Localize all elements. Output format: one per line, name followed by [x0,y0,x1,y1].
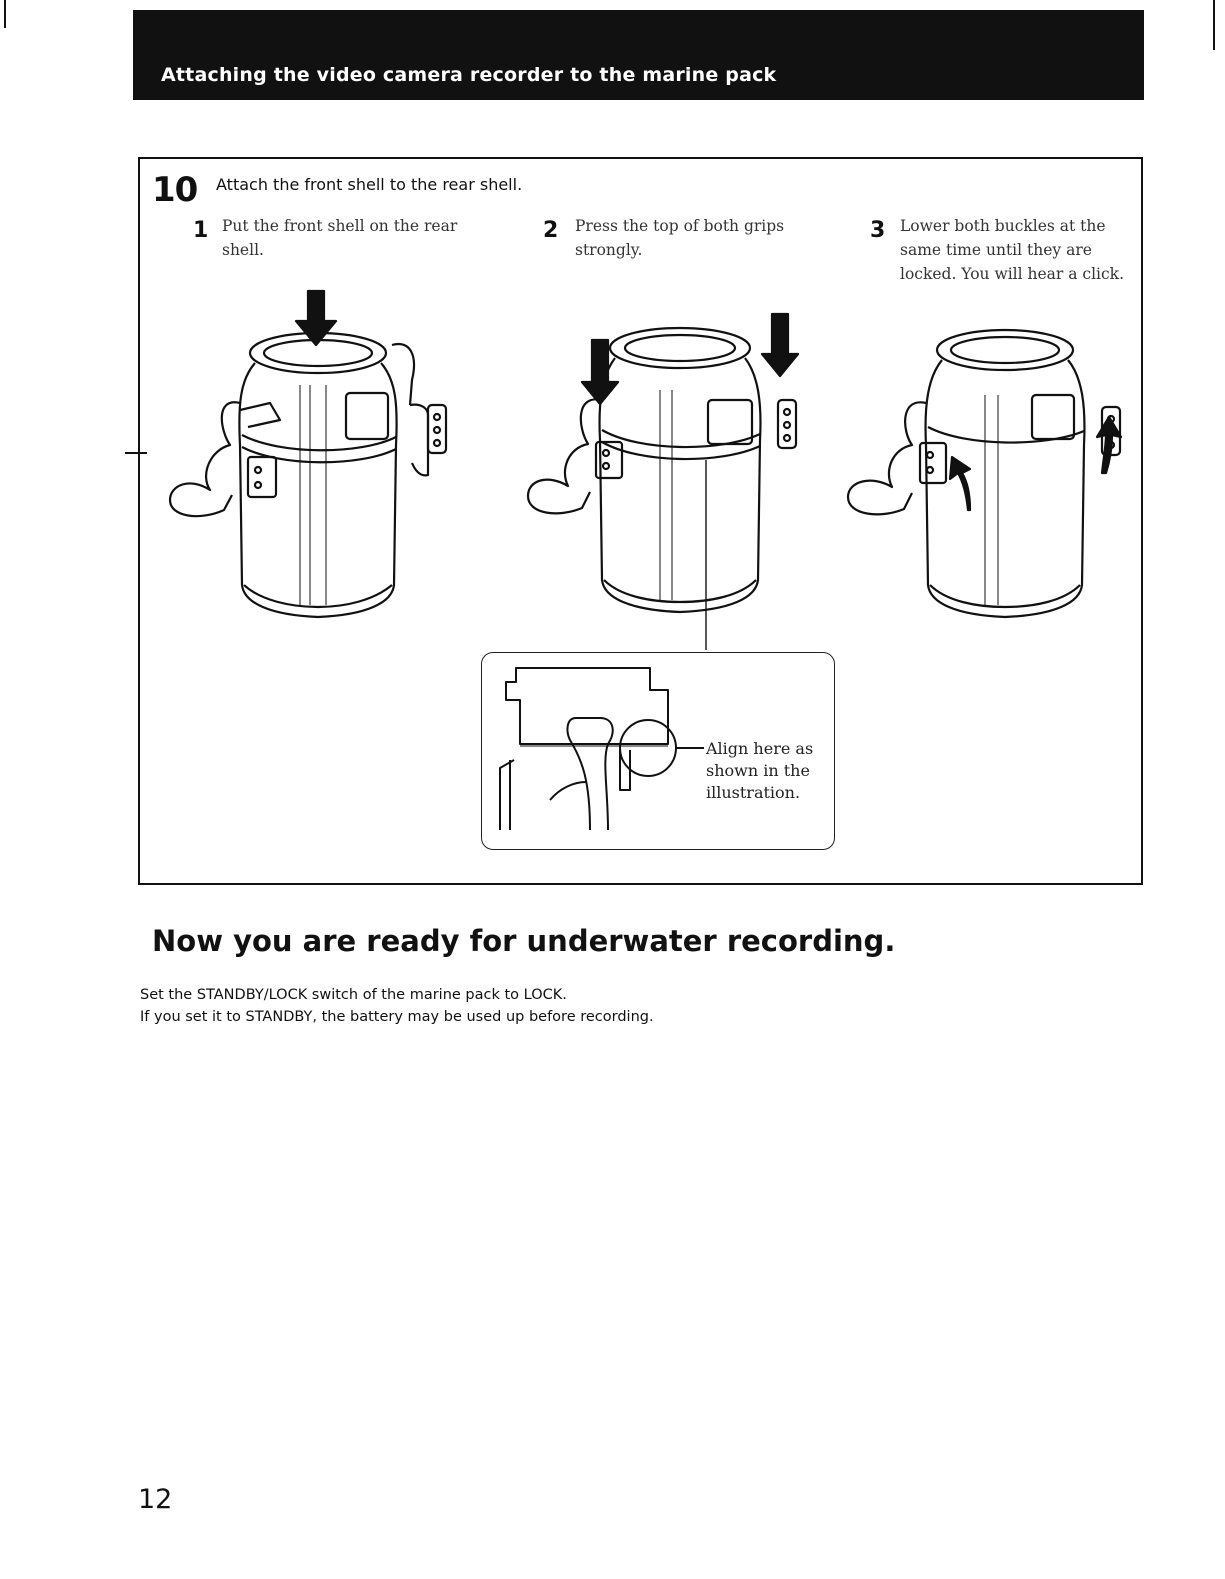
callout-line-2: shown in the [706,761,810,780]
substep-2-line-1: Press the top of both grips [575,217,785,235]
page-number: 12 [138,1484,173,1515]
instruction-line-1: Set the STANDBY/LOCK switch of the marin… [140,987,567,1003]
step-box [138,157,1143,885]
substep-1-line-2: shell. [222,241,264,259]
callout-text: Align here as shown in the illustration. [706,738,826,804]
substep-2-line-2: strongly. [575,241,643,259]
illustration-lower-buckles [846,328,1123,619]
substep-3-line-3: locked. You will hear a click. [900,265,1125,283]
substep-3-text: Lower both buckles at the same time unti… [900,214,1140,286]
ready-heading: Now you are ready for underwater recordi… [152,924,896,958]
substep-3-line-2: same time until they are [900,241,1092,259]
section-title: Attaching the video camera recorder to t… [161,64,777,86]
crop-mark [125,452,147,454]
illustration-press-grips [526,312,800,650]
scan-edge-right [1213,0,1215,50]
callout-line-3: illustration. [706,783,801,802]
substep-3-line-1: Lower both buckles at the [900,217,1106,235]
step-number: 10 [152,170,198,210]
substep-3-number: 3 [870,218,886,243]
substep-2-number: 2 [543,218,559,243]
callout-line-1: Align here as [706,739,814,758]
scan-edge-left [4,0,6,28]
substep-1-text: Put the front shell on the rear shell. [222,214,482,262]
substep-2-text: Press the top of both grips strongly. [575,214,835,262]
callout-box [481,652,835,850]
step-title: Attach the front shell to the rear shell… [216,175,523,194]
instruction-line-2: If you set it to STANDBY, the battery ma… [140,1009,654,1025]
substep-1-line-1: Put the front shell on the rear [222,217,458,235]
section-header-bar: Attaching the video camera recorder to t… [133,10,1144,100]
substep-1-number: 1 [193,218,209,243]
illustration-put-front-shell [168,289,448,619]
callout-detail-illustration [499,667,704,831]
